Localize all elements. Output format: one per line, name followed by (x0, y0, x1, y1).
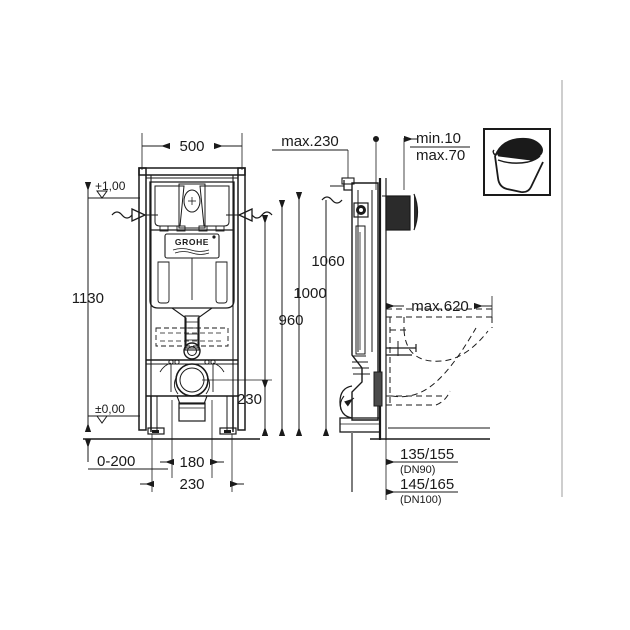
dimension-max-230: max.230 (272, 133, 349, 178)
wall-hung-toilet-icon (492, 137, 544, 194)
water-inlet-symbol-side (321, 196, 343, 213)
dim-label-max-230: max.230 (281, 133, 339, 150)
water-inlet-symbol-left (111, 207, 158, 223)
dimension-max-620: max.620 (386, 296, 493, 318)
dimension-dn90: 135/155 (DN90) (385, 440, 458, 500)
dim-label-500: 500 (179, 138, 204, 155)
toilet-bowl-dashed-outline (386, 308, 493, 406)
dimension-bottom-group: 0-200 180 230 (84, 400, 244, 493)
dimension-width-500: 500 (141, 133, 243, 170)
dim-label-230-height: 230 (237, 391, 262, 408)
dim-label-max-70: max.70 (416, 147, 465, 164)
level-marker-top: +1,00 (88, 179, 140, 199)
dim-label-dn100-value: 145/165 (400, 476, 454, 493)
dim-label-dn90-value: 135/155 (400, 446, 454, 463)
level-label-top: +1,00 (95, 179, 126, 193)
dimension-min10-max70: min.10 max.70 (373, 130, 470, 190)
dim-label-dn100-name: (DN100) (400, 494, 442, 506)
dimension-dn100: 145/165 (DN100) (386, 476, 458, 506)
front-view-frame: GROHE (138, 167, 246, 435)
dimension-outlet-230: 230 (202, 379, 272, 436)
dim-label-230-width: 230 (179, 476, 204, 493)
grohe-logo-badge: GROHE (164, 233, 220, 259)
wall-hung-toilet-icon-box (483, 128, 551, 196)
dim-label-dn90-name: (DN90) (400, 464, 435, 476)
dim-label-1130: 1130 (72, 290, 104, 307)
dim-label-180: 180 (179, 454, 204, 471)
dimension-height-1130: 1130 +1,00 ±0,00 (72, 179, 140, 432)
level-marker-floor: ±0,00 (88, 402, 140, 424)
dim-label-960: 960 (278, 312, 303, 329)
dim-label-1000: 1000 (293, 285, 326, 302)
grohe-wordmark: GROHE (175, 237, 209, 247)
level-label-floor: ±0,00 (95, 402, 125, 416)
dim-label-1060: 1060 (311, 253, 344, 270)
dimension-chain-heights: 960 1000 1060 (261, 192, 345, 436)
dim-label-0-200: 0-200 (97, 453, 135, 470)
dim-label-min-10: min.10 (416, 130, 461, 147)
dim-label-max-620: max.620 (411, 298, 469, 315)
